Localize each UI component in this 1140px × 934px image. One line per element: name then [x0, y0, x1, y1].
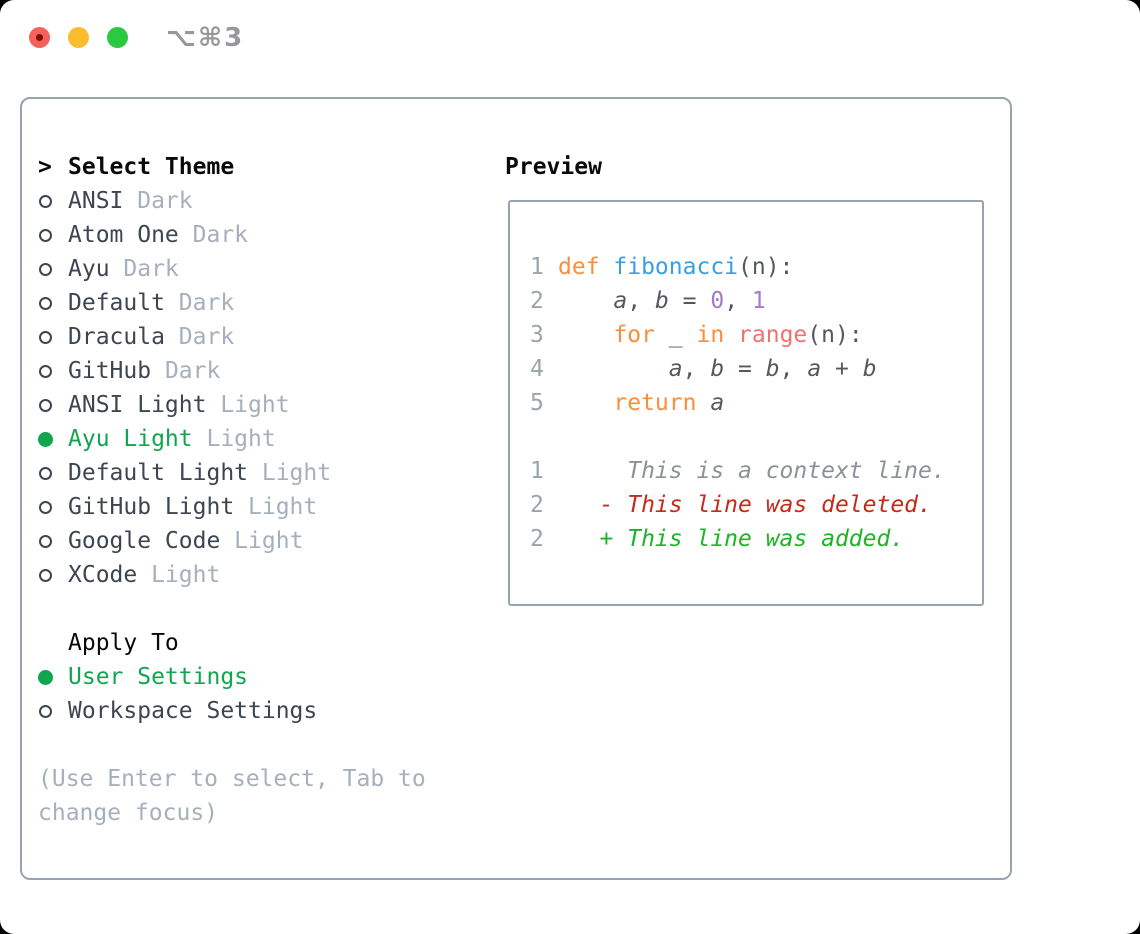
cursor-marker-icon: >: [38, 154, 52, 180]
theme-name: ANSI Light: [68, 392, 207, 418]
theme-item[interactable]: GitHub Light Light: [38, 490, 478, 524]
theme-name: ANSI: [68, 188, 124, 214]
theme-item[interactable]: Ayu Dark: [38, 252, 478, 286]
radio-selected-icon: [38, 669, 68, 685]
theme-item[interactable]: Default Light Light: [38, 456, 478, 490]
radio-icon: [38, 466, 68, 480]
theme-item[interactable]: Google Code Light: [38, 524, 478, 558]
theme-variant: Light: [192, 426, 276, 452]
help-line: (Use Enter to select, Tab to: [38, 766, 426, 792]
preview-line: 4 a, b = b, a + b: [530, 352, 982, 386]
radio-icon: [38, 330, 68, 344]
minimize-button[interactable]: [68, 27, 89, 48]
radio-icon: [38, 534, 68, 548]
apply-to-title: Apply To: [68, 630, 179, 656]
window-title: ⌥⌘3: [166, 23, 245, 53]
radio-icon: [38, 364, 68, 378]
theme-name: Google Code: [68, 528, 221, 554]
theme-variant: Light: [248, 460, 332, 486]
radio-icon: [38, 500, 68, 514]
theme-name: Dracula: [68, 324, 165, 350]
help-text: (Use Enter to select, Tab to change focu…: [38, 762, 478, 830]
theme-variant: Dark: [164, 290, 235, 316]
line-number: 2: [530, 288, 544, 314]
line-number: 5: [530, 390, 544, 416]
close-button-dot-icon: [36, 34, 43, 41]
preview-line: 2 + This line was added.: [530, 522, 982, 556]
theme-name: GitHub: [68, 358, 152, 384]
line-number: 1: [530, 458, 544, 484]
help-line: change focus): [38, 800, 219, 826]
line-number: 2: [530, 526, 544, 552]
theme-name: GitHub Light: [68, 494, 235, 520]
radio-icon: [38, 262, 68, 276]
line-number: 2: [530, 492, 544, 518]
theme-variant: Dark: [164, 324, 235, 350]
theme-item[interactable]: Ayu Light Light: [38, 422, 478, 456]
line-number: 1: [530, 254, 544, 280]
theme-item[interactable]: Default Dark: [38, 286, 478, 320]
theme-item[interactable]: XCode Light: [38, 558, 478, 592]
theme-variant: Dark: [178, 222, 249, 248]
radio-icon: [38, 704, 68, 718]
preview-line: 5 return a: [530, 386, 982, 420]
radio-selected-icon: [38, 431, 68, 447]
theme-list-title: Select Theme: [68, 154, 235, 180]
apply-to-label: Workspace Settings: [68, 698, 318, 724]
preview-line: 2 a, b = 0, 1: [530, 284, 982, 318]
theme-name: Atom One: [68, 222, 179, 248]
theme-variant: Light: [234, 494, 318, 520]
theme-variant: Light: [137, 562, 221, 588]
apply-to-option[interactable]: User Settings: [38, 660, 478, 694]
line-number: 4: [530, 356, 544, 382]
theme-name: Ayu Light: [68, 426, 193, 452]
line-number: 3: [530, 322, 544, 348]
theme-item[interactable]: Dracula Dark: [38, 320, 478, 354]
apply-to-option[interactable]: Workspace Settings: [38, 694, 478, 728]
window-titlebar: ⌥⌘3: [0, 0, 1140, 97]
radio-icon: [38, 398, 68, 412]
radio-icon: [38, 296, 68, 310]
theme-item[interactable]: ANSI Dark: [38, 184, 478, 218]
preview-line: 3 for _ in range(n):: [530, 318, 982, 352]
radio-icon: [38, 568, 68, 582]
theme-variant: Light: [220, 528, 304, 554]
theme-name: Default: [68, 290, 165, 316]
theme-list-header: > Select Theme: [38, 150, 478, 184]
spacer: [38, 592, 478, 626]
theme-name: Default Light: [68, 460, 249, 486]
theme-name: XCode: [68, 562, 138, 588]
preview-line: 1 This is a context line.: [530, 454, 982, 488]
theme-variant: Dark: [109, 256, 179, 282]
preview-line: 2 - This line was deleted.: [530, 488, 982, 522]
theme-item[interactable]: Atom One Dark: [38, 218, 478, 252]
diff-preview: 1 This is a context line.2 - This line w…: [530, 454, 982, 556]
radio-icon: [38, 194, 68, 208]
apply-to-header: Apply To: [38, 626, 478, 660]
apply-to-label: User Settings: [68, 664, 249, 690]
theme-item[interactable]: GitHub Dark: [38, 354, 478, 388]
maximize-button[interactable]: [107, 27, 128, 48]
spacer: [38, 728, 478, 762]
theme-variant: Dark: [151, 358, 221, 384]
theme-name: Ayu: [68, 256, 110, 282]
close-button[interactable]: [29, 27, 50, 48]
theme-variant: Light: [206, 392, 290, 418]
preview-title: Preview: [505, 154, 602, 180]
theme-item[interactable]: ANSI Light Light: [38, 388, 478, 422]
radio-icon: [38, 228, 68, 242]
theme-variant: Dark: [123, 188, 193, 214]
